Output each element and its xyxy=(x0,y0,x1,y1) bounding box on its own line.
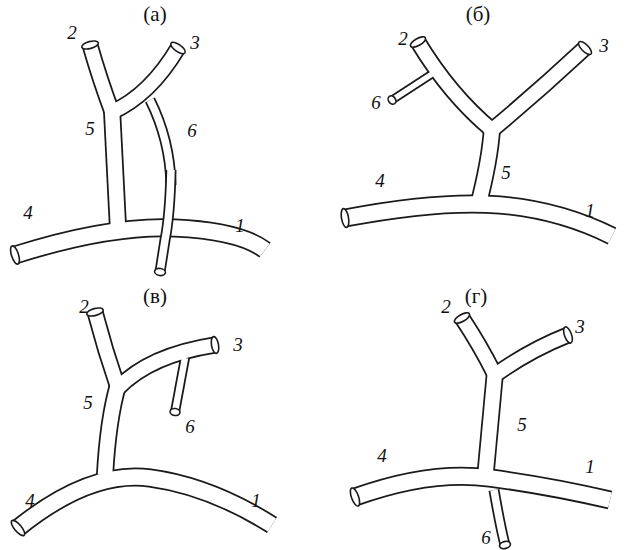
vessel-opening xyxy=(409,35,427,50)
vessel-outline xyxy=(392,74,432,100)
vessel-outline xyxy=(494,490,505,545)
vessel-lumen xyxy=(112,48,178,112)
callout-number: 3 xyxy=(233,335,243,354)
vessel-outline xyxy=(118,345,215,388)
vessel-outline xyxy=(112,110,118,228)
callout-number: 1 xyxy=(585,201,595,220)
vessel-lumen xyxy=(462,318,495,375)
callout-number: 2 xyxy=(79,297,89,316)
vessel-opening xyxy=(453,311,471,326)
vessel-opening xyxy=(340,208,350,228)
vessel-outline xyxy=(418,42,492,130)
callout-number: 4 xyxy=(377,446,387,465)
vessel-group xyxy=(348,311,610,550)
callout-number: 2 xyxy=(67,23,77,42)
callout-number: 6 xyxy=(187,121,197,140)
vessel-lumen xyxy=(90,45,112,112)
vessel-lumen xyxy=(160,170,171,272)
callout-number: 2 xyxy=(441,297,451,316)
callout-number: 5 xyxy=(501,163,511,182)
vessel-lumen xyxy=(478,128,492,206)
vessel-opening xyxy=(9,518,27,537)
vessel-opening xyxy=(577,40,594,57)
vessel-lumen xyxy=(492,48,585,130)
callout-number: 1 xyxy=(235,216,245,235)
vessel-outline xyxy=(90,45,112,112)
callout-number: 5 xyxy=(517,415,527,434)
callout-number: 3 xyxy=(190,33,200,52)
vessel-outline xyxy=(345,204,612,236)
vessel-opening xyxy=(154,268,166,277)
callout-number: 6 xyxy=(371,93,381,112)
vessel-lumen xyxy=(494,490,505,545)
vessel-outline xyxy=(95,312,118,388)
vessel-lumen xyxy=(495,335,568,375)
vessel-opening xyxy=(169,408,180,417)
vessel-outline xyxy=(160,170,171,272)
panel-label: (а) xyxy=(143,4,166,25)
panel-label: (г) xyxy=(465,286,488,307)
callout-number: 4 xyxy=(375,171,385,190)
vessel-lumen xyxy=(118,345,215,388)
vessel-outline xyxy=(485,372,495,480)
vessel-outline xyxy=(492,48,585,130)
vessel-lumen xyxy=(418,42,492,130)
vessel-outline xyxy=(15,228,265,255)
vessel-opening xyxy=(387,94,398,105)
vessel-outline xyxy=(175,358,185,412)
callout-number: 2 xyxy=(398,29,408,48)
vessel-outline xyxy=(18,477,272,528)
panel-label: (б) xyxy=(466,4,491,25)
vessel-group xyxy=(9,306,272,537)
vessel-opening xyxy=(499,540,511,550)
callout-number: 5 xyxy=(85,119,95,138)
vessel-lumen xyxy=(95,312,118,388)
vessel-outline xyxy=(112,48,178,112)
panel-label: (в) xyxy=(143,286,167,307)
vessel-lumen xyxy=(18,477,272,528)
vessel-outline xyxy=(495,335,568,375)
vessel-lumen xyxy=(105,385,118,475)
vessel-outline xyxy=(462,318,495,375)
callout-number: 4 xyxy=(23,203,33,222)
callout-number: 6 xyxy=(185,417,195,436)
vessel-group xyxy=(154,170,171,276)
callout-number: 3 xyxy=(599,36,609,55)
vessel-outline xyxy=(478,128,492,206)
vessel-lumen xyxy=(15,228,265,255)
vessel-opening xyxy=(169,40,187,55)
vessel-group xyxy=(9,39,265,265)
vessel-lumen xyxy=(485,372,495,480)
callout-number: 3 xyxy=(575,317,585,336)
callout-number: 4 xyxy=(25,491,35,510)
vessel-opening xyxy=(9,245,22,265)
vessel-opening xyxy=(210,336,220,354)
callout-number: 5 xyxy=(83,393,93,412)
vessel-opening xyxy=(81,39,99,50)
vessel-opening xyxy=(562,326,574,344)
vessel-outline xyxy=(105,385,118,475)
vessel-group xyxy=(340,35,612,236)
callout-number: 1 xyxy=(585,457,595,476)
vessel-lumen xyxy=(392,74,432,100)
vessel-lumen xyxy=(112,110,118,228)
callout-number: 6 xyxy=(481,528,491,547)
vessel-opening xyxy=(348,487,361,507)
callout-number: 1 xyxy=(251,491,261,510)
vessel-lumen xyxy=(345,204,612,236)
vessel-lumen xyxy=(175,358,185,412)
